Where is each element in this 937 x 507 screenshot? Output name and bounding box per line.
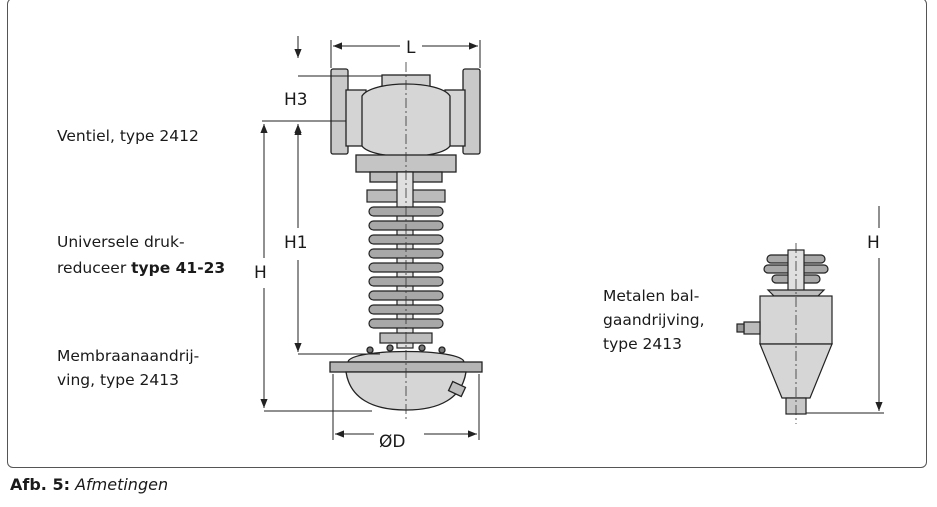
valve-body (330, 68, 481, 183)
bellows-actuator (736, 249, 833, 415)
dimension-H1-line (294, 126, 380, 355)
dimension-H-right: H (867, 233, 880, 253)
regulator-type-label: type 41-23 (131, 259, 226, 277)
dimension-H1: H1 (284, 233, 308, 253)
caption-number: Afb. 5: (10, 475, 70, 494)
dimension-D: ØD (379, 432, 406, 452)
regulator-label-line1: Universele druk- (57, 233, 185, 251)
figure-caption: Afb. 5: Afmetingen (10, 474, 168, 496)
bellows-label-line1: Metalen bal- (603, 287, 700, 305)
dimension-D-line (332, 374, 480, 440)
dimension-H-right-line (806, 206, 884, 414)
dimension-H3: H3 (284, 90, 308, 110)
valve-label: Ventiel, type 2412 (57, 127, 199, 145)
dimension-L-line (330, 40, 481, 68)
bellows-label-line3: type 2413 (603, 335, 682, 353)
figure-frame (7, 0, 927, 468)
bellows-label-line2: gaandrijving, (603, 311, 705, 329)
dimension-H-left-line (260, 124, 372, 412)
actuator-label-line1: Membraanaandrij- (57, 347, 200, 365)
actuator-label-line2: ving, type 2413 (57, 371, 179, 389)
regulator-label-prefix: reduceer (57, 259, 132, 277)
regulator-label-line2: reduceer type 41-23 (57, 257, 225, 279)
caption-text: Afmetingen (75, 475, 169, 494)
dimension-H-left: H (254, 263, 267, 283)
dimension-L: L (406, 38, 416, 58)
